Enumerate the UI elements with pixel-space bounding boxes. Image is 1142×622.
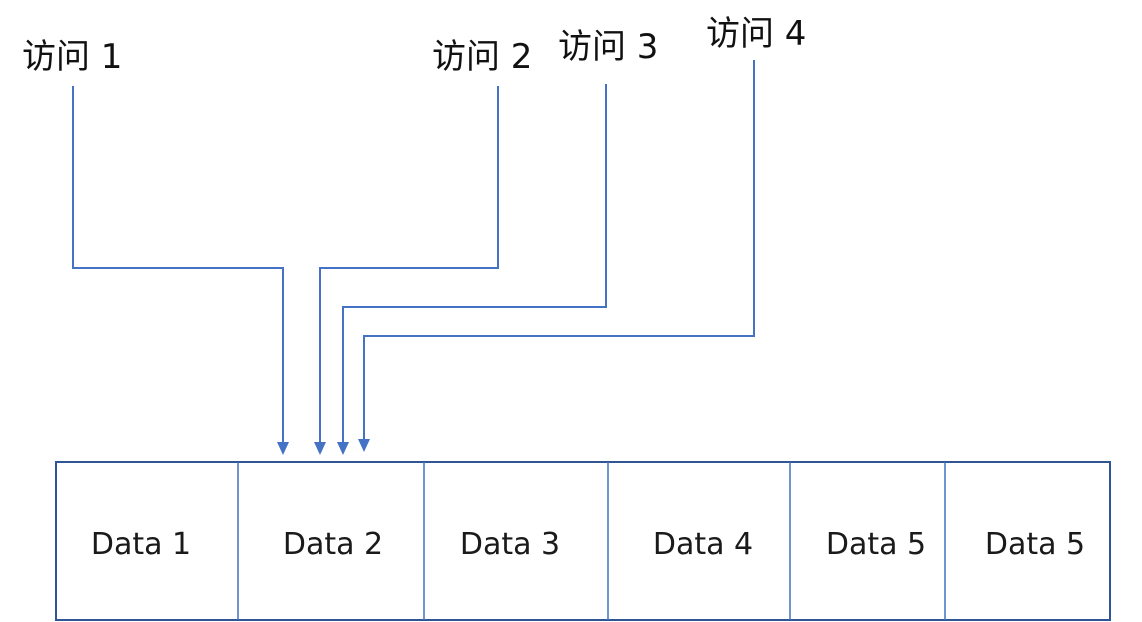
access-connector-3 <box>342 84 607 446</box>
access-arrowhead-4 <box>358 439 370 452</box>
access-label-4: 访问 4 <box>706 14 806 54</box>
access-label-1: 访问 1 <box>22 37 122 77</box>
access-connector-2 <box>319 86 499 446</box>
access-connector-4 <box>363 60 755 443</box>
data-cell-label-6: Data 5 <box>985 527 1085 562</box>
access-arrowhead-1 <box>277 442 289 455</box>
access-arrowhead-2 <box>314 442 326 455</box>
access-label-2: 访问 2 <box>432 37 532 77</box>
data-cell-label-1: Data 1 <box>91 527 191 562</box>
data-array <box>55 461 1111 621</box>
access-label-3: 访问 3 <box>558 27 658 67</box>
access-arrowhead-3 <box>337 442 349 455</box>
data-cell-label-5: Data 5 <box>826 527 926 562</box>
access-connector-1 <box>72 86 284 446</box>
data-cell-label-2: Data 2 <box>283 527 383 562</box>
data-cell-label-3: Data 3 <box>460 527 560 562</box>
data-cell-label-4: Data 4 <box>653 527 753 562</box>
